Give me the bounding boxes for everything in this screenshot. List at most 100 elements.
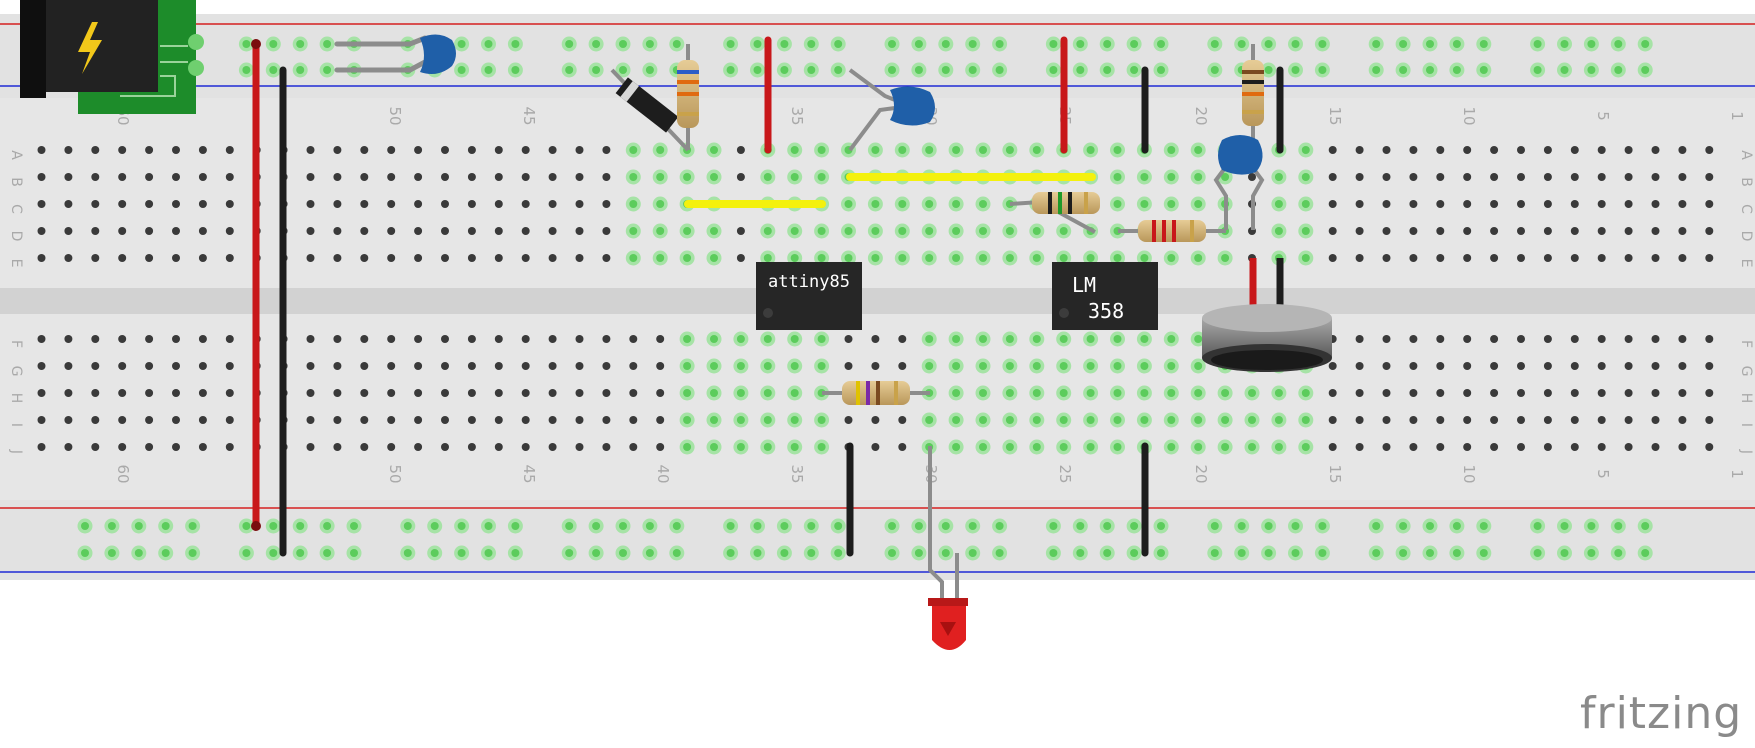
breadboard-hole [548, 254, 557, 262]
breadboard-hole [161, 549, 170, 557]
breadboard-hole [1641, 549, 1650, 557]
breadboard-hole [441, 254, 449, 262]
breadboard-hole [1614, 549, 1623, 557]
breadboard-hole [1248, 173, 1256, 181]
breadboard-hole [1533, 40, 1542, 48]
breadboard-hole [64, 335, 73, 343]
breadboard-hole [629, 200, 638, 208]
breadboard-hole [403, 522, 412, 530]
breadboard-hole [1624, 389, 1633, 397]
breadboard-hole [1194, 335, 1203, 343]
breadboard-hole [1651, 146, 1660, 154]
breadboard-hole [225, 362, 234, 370]
breadboard-hole [1452, 549, 1461, 557]
breadboard-hole [979, 362, 987, 370]
breadboard-hole [1248, 416, 1256, 424]
breadboard-hole [1113, 416, 1122, 424]
breadboard-hole [521, 335, 530, 343]
breadboard-hole [1543, 146, 1552, 154]
breadboard-hole [952, 146, 961, 154]
breadboard-hole [1221, 254, 1230, 262]
breadboard-hole [1005, 443, 1014, 451]
breadboard-hole [629, 173, 638, 181]
breadboard-hole [790, 443, 799, 451]
breadboard-hole [871, 443, 880, 451]
breadboard-hole [1678, 254, 1687, 262]
breadboard-hole [1624, 173, 1633, 181]
breadboard-hole [575, 443, 584, 451]
breadboard-hole [672, 40, 681, 48]
breadboard-hole [1624, 335, 1633, 343]
row-label: D [1738, 231, 1754, 242]
breadboard-hole [979, 254, 987, 262]
breadboard-hole [1005, 416, 1014, 424]
row-label: G [8, 366, 24, 377]
breadboard-hole [844, 416, 853, 424]
breadboard-hole [548, 173, 557, 181]
breadboard-hole [979, 146, 987, 154]
breadboard-hole [1463, 416, 1472, 424]
breadboard-hole [467, 362, 476, 370]
breadboard-hole [575, 254, 584, 262]
breadboard-hole [1032, 227, 1041, 235]
breadboard-hole [172, 254, 180, 262]
breadboard-hole [780, 66, 789, 74]
breadboard-hole [494, 362, 503, 370]
breadboard-hole [763, 443, 772, 451]
breadboard-hole [172, 200, 180, 208]
breadboard-hole [1049, 66, 1058, 74]
breadboard-hole [1597, 173, 1606, 181]
breadboard-hole [225, 146, 234, 154]
breadboard-hole [484, 549, 493, 557]
breadboard-hole [656, 200, 665, 208]
breadboard-hole [683, 227, 692, 235]
breadboard-hole [834, 549, 843, 557]
breadboard-hole [726, 522, 735, 530]
breadboard-hole [118, 443, 127, 451]
breadboard-hole [1543, 416, 1552, 424]
breadboard-hole [1436, 254, 1445, 262]
breadboard-hole [817, 227, 826, 235]
breadboard-hole [1274, 443, 1283, 451]
breadboard-hole [1624, 200, 1633, 208]
breadboard-hole [333, 200, 342, 208]
breadboard-hole [81, 522, 89, 530]
breadboard-hole [494, 146, 503, 154]
breadboard-hole [1409, 146, 1418, 154]
breadboard-hole [118, 254, 127, 262]
breadboard-hole [1130, 522, 1139, 530]
breadboard-hole [629, 416, 638, 424]
breadboard-hole [995, 40, 1004, 48]
breadboard-hole [1113, 254, 1122, 262]
breadboard-hole [1274, 173, 1283, 181]
column-label: 60 [114, 464, 132, 483]
breadboard-hole [1587, 40, 1596, 48]
breadboard-hole [1049, 40, 1058, 48]
breadboard-hole [548, 335, 557, 343]
breadboard-hole [441, 443, 449, 451]
breadboard-hole [1167, 146, 1176, 154]
breadboard-hole [1005, 362, 1014, 370]
breadboard-hole [1490, 200, 1499, 208]
breadboard-hole [1490, 173, 1499, 181]
breadboard-hole [118, 200, 127, 208]
breadboard-hole [225, 443, 234, 451]
breadboard-hole [414, 389, 423, 397]
breadboard-hole [145, 254, 154, 262]
breadboard-hole [575, 389, 584, 397]
breadboard-hole [1328, 200, 1337, 208]
row-label: H [1738, 393, 1754, 404]
breadboard-hole [1463, 335, 1472, 343]
row-label: E [1738, 259, 1754, 268]
breadboard-hole [1355, 227, 1364, 235]
breadboard-hole [763, 416, 772, 424]
breadboard-hole [790, 146, 799, 154]
breadboard-hole [1570, 254, 1579, 262]
breadboard-hole [736, 416, 745, 424]
breadboard-hole [548, 416, 557, 424]
breadboard-hole [763, 335, 772, 343]
breadboard-hole [1355, 416, 1364, 424]
breadboard-hole [1301, 200, 1310, 208]
breadboard-hole [1705, 173, 1714, 181]
